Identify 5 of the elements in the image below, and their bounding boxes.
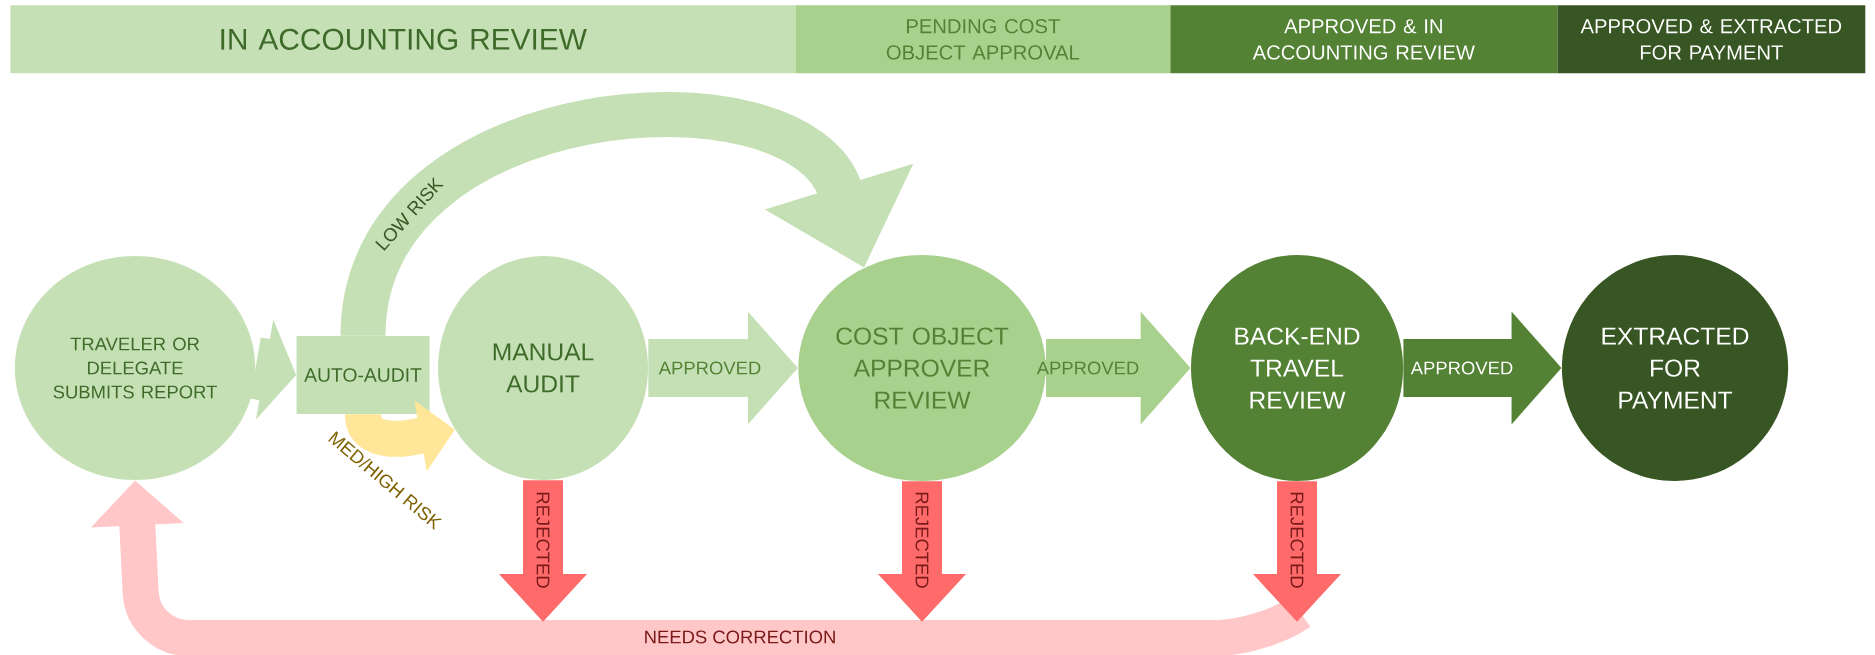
status-band: APPROVED & EXTRACTED FOR PAYMENT <box>1557 5 1866 74</box>
status-band: PENDING COST OBJECT APPROVAL <box>795 5 1171 74</box>
status-band: IN ACCOUNTING REVIEW <box>10 5 796 74</box>
arrow <box>340 92 914 339</box>
status-band: APPROVED & IN ACCOUNTING REVIEW <box>1170 5 1558 74</box>
